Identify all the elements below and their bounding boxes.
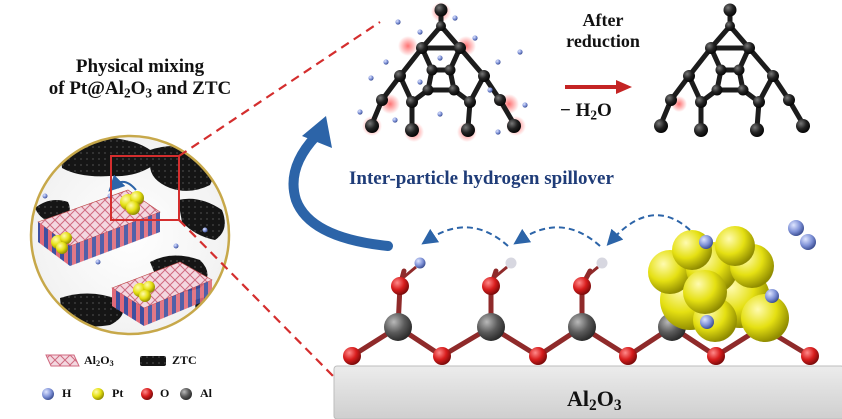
support-prefix: Al xyxy=(567,386,589,411)
legend-al2o3-sub-1: 2 xyxy=(96,359,101,369)
pt-particles-mini xyxy=(51,191,155,302)
zoom-circle xyxy=(29,134,231,336)
mixing-sub-1: 2 xyxy=(123,85,131,101)
spillover-hops xyxy=(421,214,691,247)
legend-al2o3: Al2O3 xyxy=(84,353,114,368)
mixing-sub-2: 3 xyxy=(145,85,153,101)
ztc-after xyxy=(654,3,810,137)
legend-al2o3-mid: O xyxy=(100,353,110,367)
mixing-line-2: of Pt@Al2O3 and ZTC xyxy=(40,78,240,104)
legend-pt: Pt xyxy=(112,386,124,400)
support-label: Al2O3 xyxy=(567,386,622,415)
ztc-before xyxy=(357,2,528,142)
mixing-line-2-prefix: of Pt@Al xyxy=(48,78,124,99)
surface-hydroxyls xyxy=(391,257,608,295)
legend-swatches xyxy=(42,354,192,400)
hydrogen-atoms-floating xyxy=(357,15,528,135)
support-sub-2: 3 xyxy=(613,396,622,414)
zoom-lines xyxy=(178,21,381,377)
legend-al2o3-prefix: Al xyxy=(84,353,96,367)
support-mid: O xyxy=(596,386,614,411)
reduction-line-1: After xyxy=(582,10,624,30)
mixing-line-2-mid: O xyxy=(130,78,146,99)
h2-molecule xyxy=(788,220,816,250)
legend-ztc: ZTC xyxy=(172,353,197,367)
mixing-line-1: Physical mixing xyxy=(75,56,205,77)
reduction-line-2: reduction xyxy=(566,31,640,51)
water-loss-label: − H2O xyxy=(560,100,612,123)
carbon-atoms-before xyxy=(365,3,521,137)
spillover-return-arrow xyxy=(288,116,393,251)
legend-al2o3-sub-2: 3 xyxy=(109,359,114,369)
alumina-surface xyxy=(333,257,842,419)
water-minus: − H xyxy=(560,100,591,121)
alumina-slab-2 xyxy=(111,261,213,326)
mixing-title: Physical mixing of Pt@Al2O3 and ZTC xyxy=(40,56,240,104)
reduction-arrow xyxy=(565,80,632,94)
legend-o: O xyxy=(160,386,170,400)
water-tail: O xyxy=(597,100,612,121)
support-sub-1: 2 xyxy=(589,396,597,414)
reduction-label: After reduction xyxy=(548,10,658,52)
legend-h: H xyxy=(62,386,72,400)
mixing-line-2-suffix: and ZTC xyxy=(152,78,232,99)
surface-oxygen-row xyxy=(343,347,819,365)
spillover-label: Inter-particle hydrogen spillover xyxy=(349,168,614,189)
legend-al: Al xyxy=(200,386,212,400)
zoom-box xyxy=(110,155,180,221)
pt-cluster xyxy=(648,226,789,342)
water-sub: 2 xyxy=(590,107,598,123)
